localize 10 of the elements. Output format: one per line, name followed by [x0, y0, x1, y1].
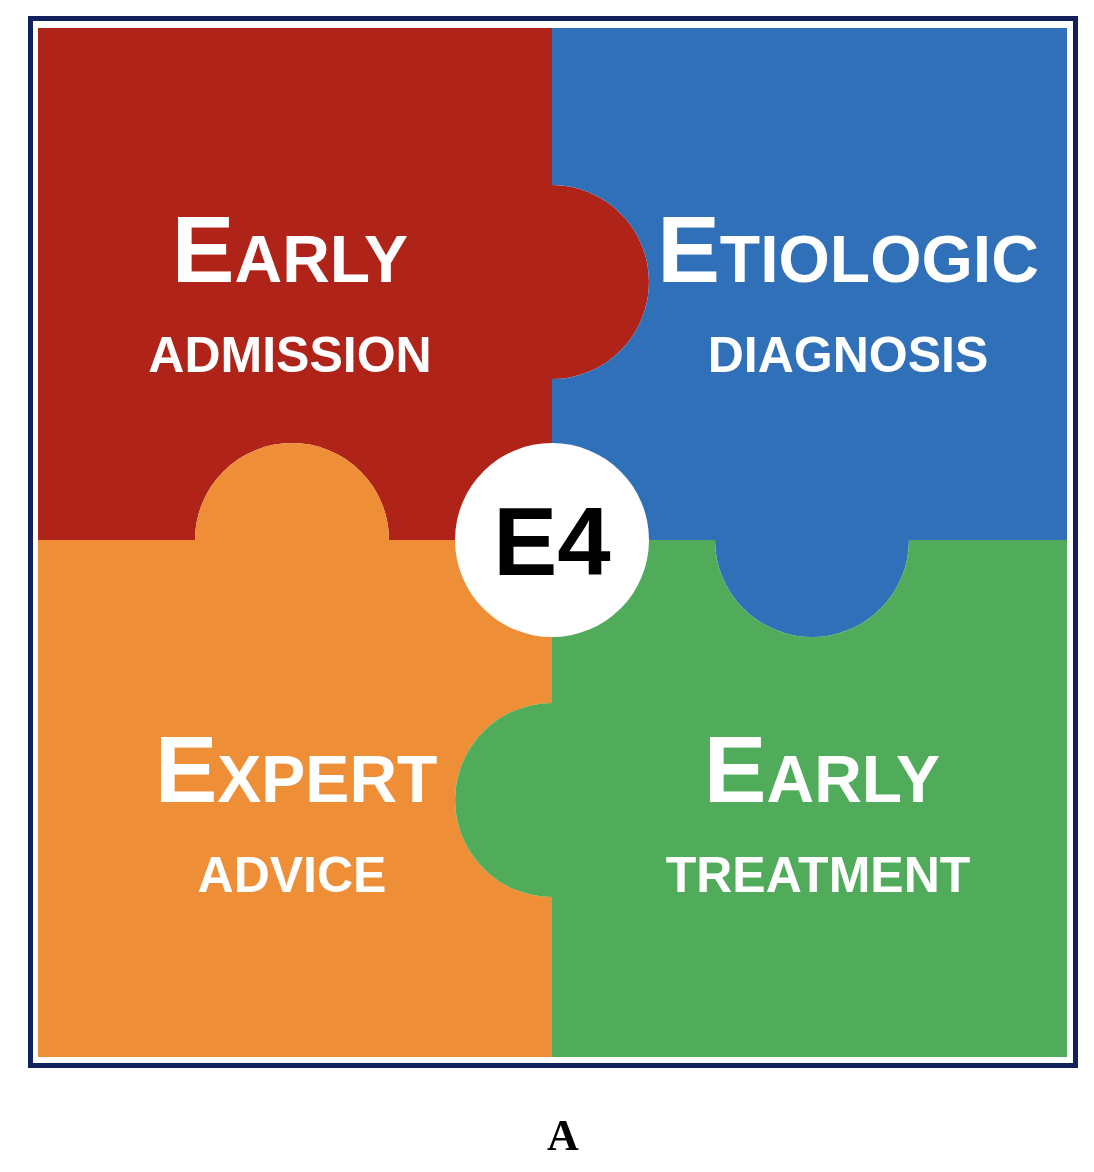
piece-subheading: TREATMENT [665, 850, 971, 900]
panel-letter: A [547, 1110, 579, 1161]
piece-heading: Early [703, 723, 941, 817]
piece-subheading: ADMISSION [148, 330, 432, 380]
piece-subheading: DIAGNOSIS [707, 330, 989, 380]
piece-subheading: ADVICE [197, 850, 387, 900]
piece-heading: Early [171, 203, 409, 297]
piece-heading: Etiologic [657, 203, 1039, 297]
center-label: E4 [493, 494, 611, 590]
piece-heading: Expert [154, 723, 438, 817]
